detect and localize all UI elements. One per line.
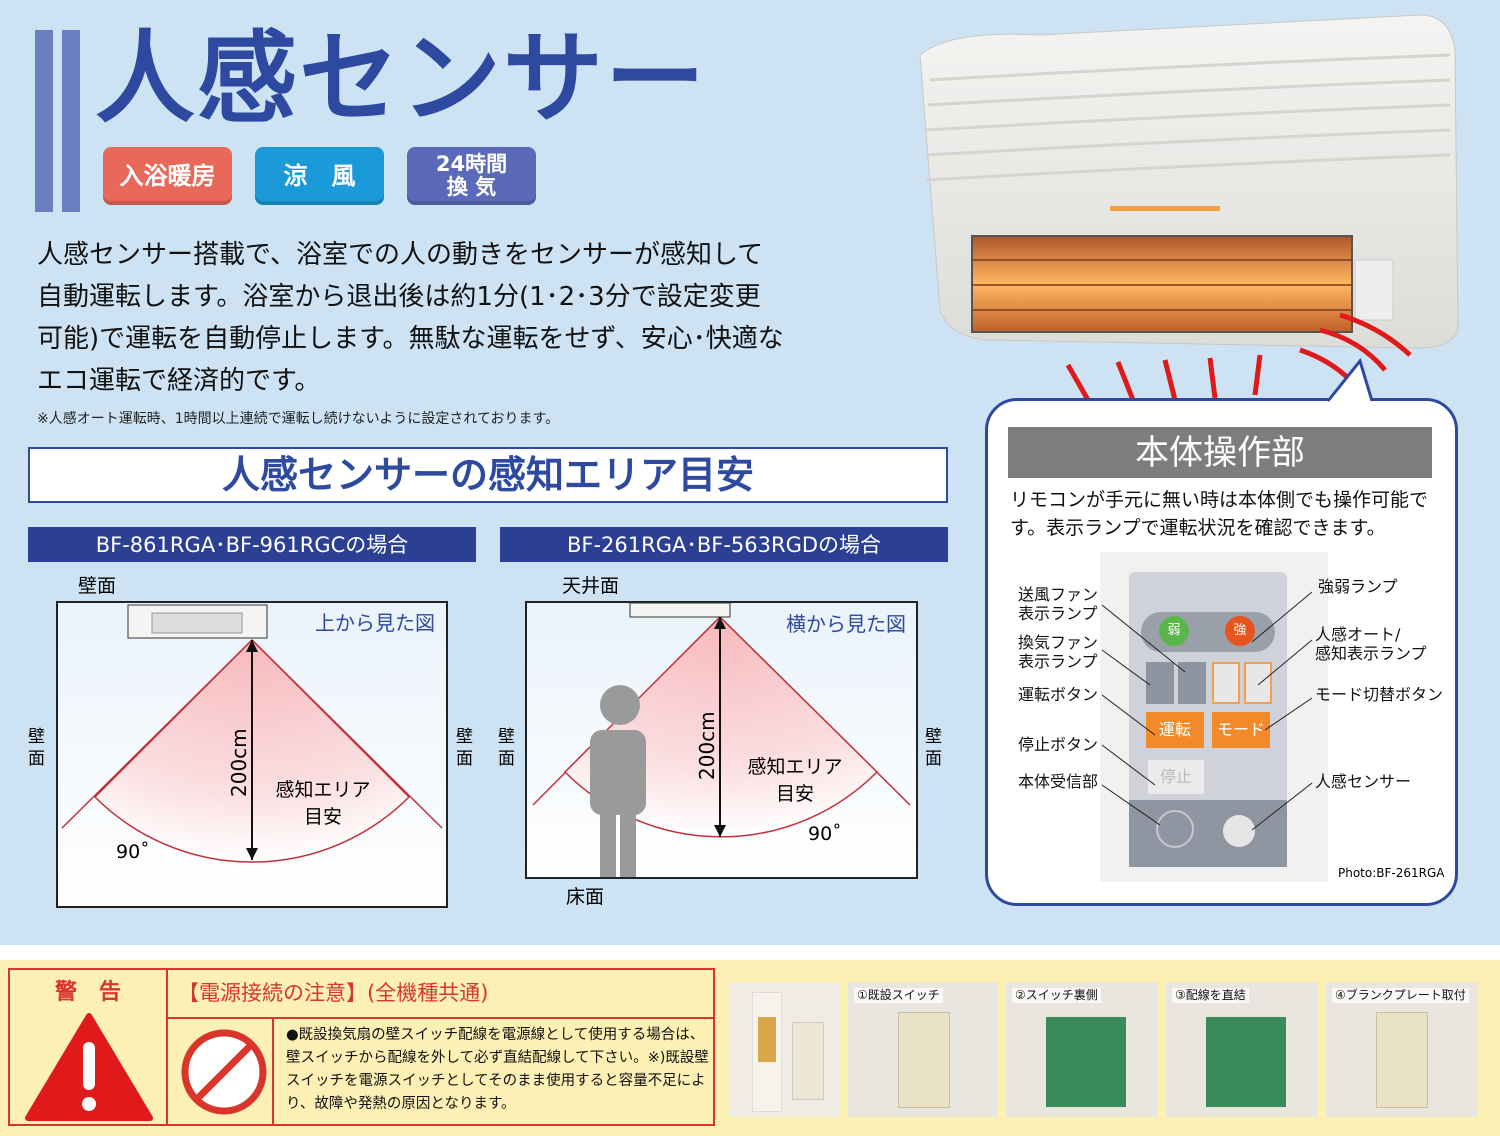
right-distance-label: 200cm	[695, 711, 719, 780]
description-line: 人感センサー搭載で、浴室での人の動きをセンサーが感知して	[37, 240, 764, 270]
person-silhouette	[590, 685, 646, 877]
right-model-heading: BF-261RGA･BF-563RGDの場合	[500, 527, 948, 562]
warning-heading: 【電源接続の注意】(全機種共通)	[178, 981, 489, 1005]
left-wall-label: 壁面	[456, 727, 473, 769]
right-zone-label: 目安	[776, 783, 814, 805]
warning-box: 警 告 【電源接続の注意】(全機種共通) ●既設換気扇の壁スイッチ配線を電源線と…	[8, 968, 715, 1126]
right-bottom-label: 床面	[566, 886, 604, 908]
operation-title: 本体操作部	[1008, 427, 1432, 478]
description-line: エコ運転で経済的です。	[37, 366, 321, 396]
label-receiver: 本体受信部	[1018, 772, 1099, 791]
callout-pointer	[1326, 358, 1374, 402]
left-zone-label: 目安	[304, 806, 342, 828]
title-bar-decoration	[35, 30, 53, 212]
label-fan-lamp: 送風ファン 表示ランプ	[1018, 585, 1099, 623]
sensor-area-title: 人感センサーの感知エリア目安	[28, 447, 948, 503]
step-photo: ③配線を直結	[1166, 982, 1318, 1117]
warning-triangle-icon	[25, 1013, 153, 1121]
label-human-sensor: 人感センサー	[1315, 772, 1412, 791]
description: 人感センサー搭載で、浴室での人の動きをセンサーが感知して 自動運転します。浴室か…	[37, 234, 867, 402]
warning-text: ●既設換気扇の壁スイッチ配線を電源線として使用する場合は、壁スイッチから配線を外…	[286, 1027, 709, 1112]
right-zone-label: 感知エリア	[747, 756, 842, 778]
label-run-button: 運転ボタン	[1018, 685, 1099, 704]
label-mode-button: モード切替ボタン	[1315, 685, 1444, 704]
badge-cool-breeze: 涼 風	[255, 147, 384, 205]
left-model-heading: BF-861RGA･BF-961RGCの場合	[28, 527, 476, 562]
mode-button: モード	[1212, 712, 1270, 748]
prohibited-icon	[181, 1029, 267, 1115]
step-caption: ②スイッチ裏側	[1012, 988, 1101, 1003]
operation-description: リモコンが手元に無い時は本体側でも操作可能です。表示ランプで運転状況を確認できま…	[1010, 489, 1429, 539]
step-photo: ①既設スイッチ	[848, 982, 998, 1117]
label-auto-lamp: 人感オート/ 感知表示ランプ	[1315, 625, 1427, 663]
step-caption: ①既設スイッチ	[854, 988, 943, 1003]
badge-bath-heating: 入浴暖房	[103, 147, 232, 205]
sensor-area-diagrams: 壁面 200cm 感知エリア 目安 90˚ 上から見た図 壁面 壁面 天井面 2…	[28, 575, 942, 908]
step-photo: ②スイッチ裏側	[1006, 982, 1158, 1117]
stop-button: 停止	[1148, 760, 1204, 794]
description-line: 自動運転します。浴室から退出後は約1分(1･2･3分で設定変更	[37, 282, 761, 312]
right-top-label: 天井面	[562, 575, 619, 597]
left-angle-label: 90˚	[116, 841, 150, 863]
strong-lamp: 強	[1225, 616, 1255, 646]
right-wall-label: 壁面	[925, 727, 942, 769]
warning-label: 警 告	[54, 980, 121, 1005]
left-top-label: 壁面	[78, 575, 116, 597]
right-wall-label: 壁面	[498, 727, 515, 769]
right-device	[629, 602, 731, 618]
left-wall-label: 壁面	[28, 727, 45, 769]
badge-24h-ventilation: 24時間 換 気	[407, 147, 536, 205]
step-caption: ③配線を直結	[1172, 988, 1249, 1003]
label-vent-lamp: 換気ファン 表示ランプ	[1018, 633, 1099, 671]
right-view-label: 横から見た図	[786, 612, 906, 636]
control-panel-photo: 弱 強 運転 モード 停止	[1100, 552, 1328, 882]
left-zone-label: 感知エリア	[275, 779, 370, 801]
switch-photo	[730, 982, 840, 1117]
step-photo: ④ブランクプレート取付	[1326, 982, 1478, 1117]
page-title: 人感センサー	[95, 20, 707, 137]
description-line: 可能)で運転を自動停止します。無駄な運転をせず、安心･快適な	[37, 324, 784, 354]
photo-credit: Photo:BF-261RGA	[1338, 866, 1445, 880]
weak-lamp: 弱	[1159, 616, 1189, 646]
label-strength-lamp: 強弱ランプ	[1318, 577, 1398, 596]
label-leader-lines	[1101, 591, 1313, 831]
label-stop-button: 停止ボタン	[1018, 735, 1099, 754]
right-angle-label: 90˚	[808, 823, 842, 845]
footnote: ※人感オート運転時、1時間以上連続で運転し続けないように設定されております。	[37, 411, 560, 427]
left-view-label: 上から見た図	[315, 611, 435, 635]
step-caption: ④ブランクプレート取付	[1332, 988, 1469, 1003]
title-bar-decoration	[62, 30, 80, 212]
heater-image	[919, 14, 1459, 402]
run-button: 運転	[1146, 712, 1204, 748]
left-distance-label: 200cm	[227, 728, 251, 797]
